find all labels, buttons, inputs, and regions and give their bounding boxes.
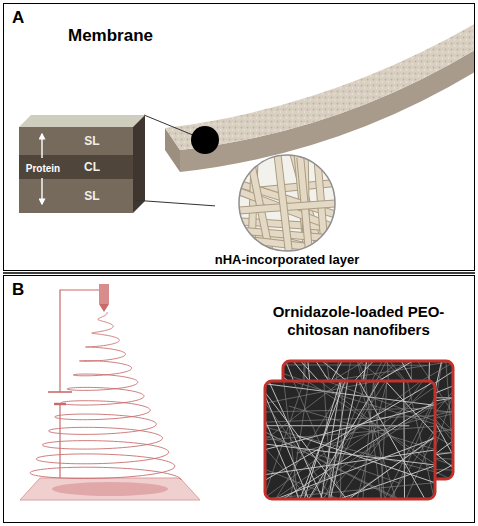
fiber bbox=[265, 435, 435, 469]
inset-caption: nHA-incorporated layer bbox=[215, 252, 359, 268]
fiber bbox=[358, 381, 435, 499]
fiber bbox=[265, 381, 435, 499]
fiber bbox=[271, 153, 290, 255]
fiber bbox=[215, 233, 348, 251]
fiber bbox=[265, 390, 399, 483]
spinneret-needle bbox=[99, 284, 109, 304]
panel-letter: A bbox=[12, 8, 24, 28]
top-face bbox=[19, 115, 145, 127]
fiber bbox=[271, 153, 290, 255]
fiber bbox=[283, 381, 435, 499]
fiber bbox=[265, 381, 435, 413]
zoom-circle: nHA-incorporated layer bbox=[215, 153, 359, 269]
leader-line bbox=[133, 200, 215, 206]
fiber bbox=[297, 436, 435, 499]
fiber bbox=[265, 385, 429, 499]
zoom-spot bbox=[191, 126, 219, 154]
panel-letter: B bbox=[12, 280, 24, 300]
needle-tip bbox=[99, 304, 109, 312]
fiber bbox=[294, 381, 435, 499]
circle-border bbox=[239, 155, 335, 251]
layer-label: CL bbox=[67, 155, 117, 179]
fiber bbox=[371, 381, 397, 499]
fiber bbox=[272, 381, 382, 499]
fiber bbox=[359, 381, 435, 499]
fiber bbox=[265, 429, 435, 499]
fiber bbox=[282, 381, 364, 499]
side-face bbox=[133, 115, 145, 213]
cross-section-box: ProteinSLCLSL bbox=[19, 115, 145, 213]
fiber bbox=[265, 385, 414, 499]
layer-band: SL bbox=[19, 179, 133, 213]
nanofiber-strands bbox=[215, 153, 359, 269]
panel: B Ornidazole-loaded PEO-chitosan nanofibe… bbox=[3, 275, 475, 523]
fiber bbox=[265, 414, 435, 425]
fiber bbox=[339, 381, 344, 499]
fiber bbox=[442, 361, 453, 479]
layer-label: SL bbox=[67, 127, 117, 155]
fiber bbox=[265, 429, 435, 499]
panel-divider bbox=[3, 272, 475, 274]
collector-plate bbox=[20, 478, 200, 500]
mat-fibers bbox=[283, 361, 453, 479]
fiber-jet bbox=[30, 312, 181, 480]
nanofiber-mats: Ornidazole-loaded PEO-chitosan nanofiber… bbox=[251, 303, 466, 508]
fiber bbox=[265, 392, 435, 464]
mat-border bbox=[265, 381, 435, 499]
fiber bbox=[265, 406, 435, 412]
fiber bbox=[342, 381, 411, 499]
circuit-wire bbox=[60, 290, 110, 492]
fiber bbox=[265, 381, 363, 499]
axis-label: Protein bbox=[23, 163, 63, 175]
direction-arrow bbox=[41, 134, 42, 158]
part-label: Membrane bbox=[68, 26, 153, 46]
mat-fibers bbox=[265, 381, 435, 499]
layer-label: SL bbox=[67, 179, 117, 213]
battery-symbol bbox=[48, 391, 72, 393]
mat-caption: Ornidazole-loaded PEO-chitosan nanofiber… bbox=[251, 303, 466, 339]
direction-arrow bbox=[41, 178, 42, 204]
fiber bbox=[265, 425, 409, 426]
layer-band: SL bbox=[19, 127, 133, 155]
fiber-deposit bbox=[52, 482, 168, 496]
fiber bbox=[322, 381, 384, 499]
fiber bbox=[215, 233, 348, 251]
circle-outline bbox=[215, 153, 359, 269]
fiber bbox=[307, 381, 435, 499]
membrane-sheet bbox=[165, 22, 474, 172]
